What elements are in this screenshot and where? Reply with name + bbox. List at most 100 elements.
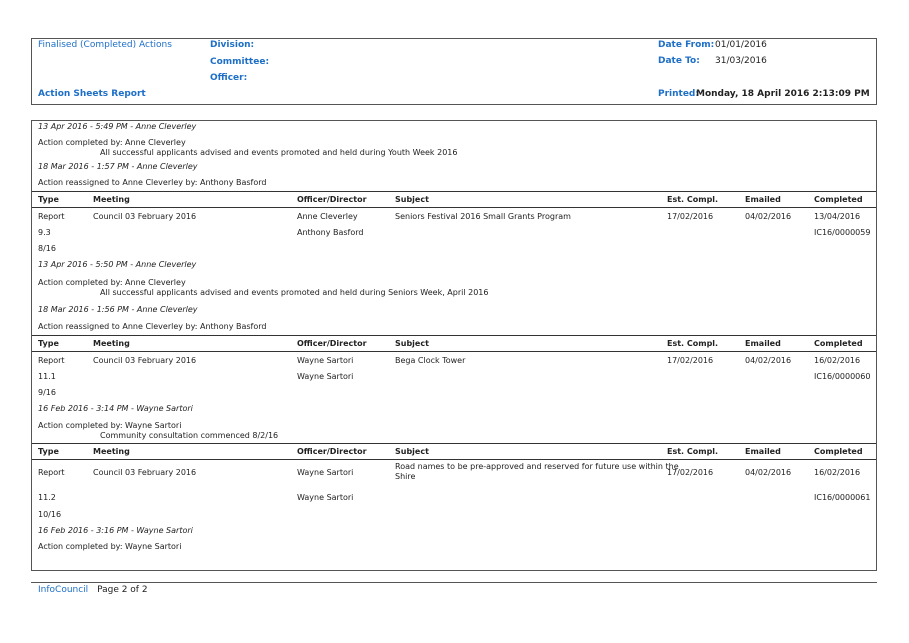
note-row: Action reassigned to Anne Cleverley by: … (32, 175, 876, 191)
col-type: Type (38, 195, 59, 204)
cell-number: 8/16 (38, 244, 56, 253)
cell-item: 11.1 (38, 372, 56, 381)
report-type: Finalised (Completed) Actions (38, 40, 172, 50)
table-row: 9/16 (32, 384, 876, 401)
cell-number: 10/16 (38, 510, 62, 519)
note-detail: Community consultation commenced 8/2/16 (100, 431, 279, 440)
cell-number: 9/16 (38, 388, 56, 397)
date-from-label: Date From: (658, 40, 715, 50)
note-row: Action reassigned to Anne Cleverley by: … (32, 318, 876, 335)
note-detail: All successful applicants advised and ev… (100, 148, 458, 157)
brand-name: InfoCouncil (38, 585, 89, 595)
col-officer: Officer/Director (297, 195, 367, 204)
officer-label: Officer: (210, 73, 248, 83)
col-est: Est. Compl. (667, 339, 719, 348)
note-row: Action completed by: Anne Cleverley All … (32, 273, 876, 302)
col-emailed: Emailed (745, 195, 781, 204)
date-to-value: 31/03/2016 (715, 56, 767, 66)
cell-director: Wayne Sartori (297, 372, 354, 381)
cell-subject: Road names to be pre-approved and reserv… (395, 462, 679, 471)
note-text: Action completed by: Anne Cleverley (38, 278, 186, 287)
col-est: Est. Compl. (667, 447, 719, 456)
cell-officer: Anne Cleverley (297, 212, 358, 221)
col-emailed: Emailed (745, 447, 781, 456)
cell-completed: 16/02/2016 (814, 356, 861, 365)
note-row: Action completed by: Wayne Sartori (32, 539, 876, 555)
cell-subject-line2: Shire (395, 472, 416, 481)
note-text: Action completed by: Wayne Sartori (38, 421, 182, 430)
note-timestamp: 13 Apr 2016 - 5:50 PM - Anne Cleverley (38, 260, 197, 269)
cell-ref: IC16/0000061 (814, 493, 871, 502)
cell-est: 17/02/2016 (667, 212, 714, 221)
cell-item: 11.2 (38, 493, 56, 502)
committee-label: Committee: (210, 57, 270, 67)
report-body: 13 Apr 2016 - 5:49 PM - Anne Cleverley A… (31, 120, 877, 571)
report-title: Action Sheets Report (38, 89, 146, 99)
col-type: Type (38, 447, 59, 456)
note-row: Action completed by: Wayne Sartori Commu… (32, 417, 876, 443)
cell-completed: 16/02/2016 (814, 468, 861, 477)
table-row: Report Council 03 February 2016 Anne Cle… (32, 208, 876, 224)
note-timestamp: 13 Apr 2016 - 5:49 PM - Anne Cleverley (38, 122, 197, 131)
note-row: 13 Apr 2016 - 5:49 PM - Anne Cleverley (32, 121, 876, 135)
report-header: Finalised (Completed) Actions Division: … (31, 38, 877, 105)
cell-meeting: Council 03 February 2016 (93, 468, 197, 477)
cell-emailed: 04/02/2016 (745, 468, 792, 477)
date-from-value: 01/01/2016 (715, 40, 767, 50)
note-text: Action reassigned to Anne Cleverley by: … (38, 322, 267, 331)
table-header: Type Meeting Officer/Director Subject Es… (32, 191, 876, 208)
printed-label: Printed: (658, 89, 699, 99)
cell-ref: IC16/0000060 (814, 372, 871, 381)
cell-subject: Seniors Festival 2016 Small Grants Progr… (395, 212, 571, 221)
note-timestamp: 18 Mar 2016 - 1:57 PM - Anne Cleverley (38, 162, 198, 171)
note-row: 16 Feb 2016 - 3:14 PM - Wayne Sartori (32, 401, 876, 417)
col-subject: Subject (395, 447, 429, 456)
cell-subject: Bega Clock Tower (395, 356, 466, 365)
page-footer: InfoCouncil Page 2 of 2 (38, 585, 148, 595)
table-row: Report Council 03 February 2016 Wayne Sa… (32, 352, 876, 368)
col-subject: Subject (395, 195, 429, 204)
table-header: Type Meeting Officer/Director Subject Es… (32, 443, 876, 460)
note-row: 13 Apr 2016 - 5:50 PM - Anne Cleverley (32, 257, 876, 273)
note-text: Action reassigned to Anne Cleverley by: … (38, 178, 267, 187)
table-header: Type Meeting Officer/Director Subject Es… (32, 335, 876, 352)
table-row: 8/16 (32, 240, 876, 257)
cell-meeting: Council 03 February 2016 (93, 212, 197, 221)
cell-est: 17/02/2016 (667, 356, 714, 365)
col-est: Est. Compl. (667, 195, 719, 204)
col-completed: Completed (814, 339, 863, 348)
note-row: 18 Mar 2016 - 1:56 PM - Anne Cleverley (32, 302, 876, 318)
cell-type: Report (38, 212, 65, 221)
col-officer: Officer/Director (297, 447, 367, 456)
note-detail: All successful applicants advised and ev… (100, 288, 489, 297)
cell-type: Report (38, 468, 65, 477)
cell-type: Report (38, 356, 65, 365)
cell-meeting: Council 03 February 2016 (93, 356, 197, 365)
col-meeting: Meeting (93, 195, 130, 204)
table-row: 11.1 Wayne Sartori IC16/0000060 (32, 368, 876, 384)
page-number: Page 2 of 2 (97, 585, 148, 595)
note-timestamp: 18 Mar 2016 - 1:56 PM - Anne Cleverley (38, 305, 198, 314)
note-text: Action completed by: Anne Cleverley (38, 138, 186, 147)
printed-value: Monday, 18 April 2016 2:13:09 PM (696, 89, 870, 99)
table-row: 10/16 (32, 506, 876, 523)
col-emailed: Emailed (745, 339, 781, 348)
cell-director: Anthony Basford (297, 228, 364, 237)
note-timestamp: 16 Feb 2016 - 3:14 PM - Wayne Sartori (38, 404, 193, 413)
col-subject: Subject (395, 339, 429, 348)
note-timestamp: 16 Feb 2016 - 3:16 PM - Wayne Sartori (38, 526, 193, 535)
cell-director: Wayne Sartori (297, 493, 354, 502)
division-label: Division: (210, 40, 255, 50)
col-meeting: Meeting (93, 339, 130, 348)
note-row: 18 Mar 2016 - 1:57 PM - Anne Cleverley (32, 159, 876, 175)
col-officer: Officer/Director (297, 339, 367, 348)
cell-emailed: 04/02/2016 (745, 356, 792, 365)
cell-completed: 13/04/2016 (814, 212, 861, 221)
cell-officer: Wayne Sartori (297, 356, 354, 365)
cell-officer: Wayne Sartori (297, 468, 354, 477)
table-row: Report Council 03 February 2016 Wayne Sa… (32, 460, 876, 488)
cell-item: 9.3 (38, 228, 51, 237)
col-type: Type (38, 339, 59, 348)
col-completed: Completed (814, 195, 863, 204)
col-meeting: Meeting (93, 447, 130, 456)
